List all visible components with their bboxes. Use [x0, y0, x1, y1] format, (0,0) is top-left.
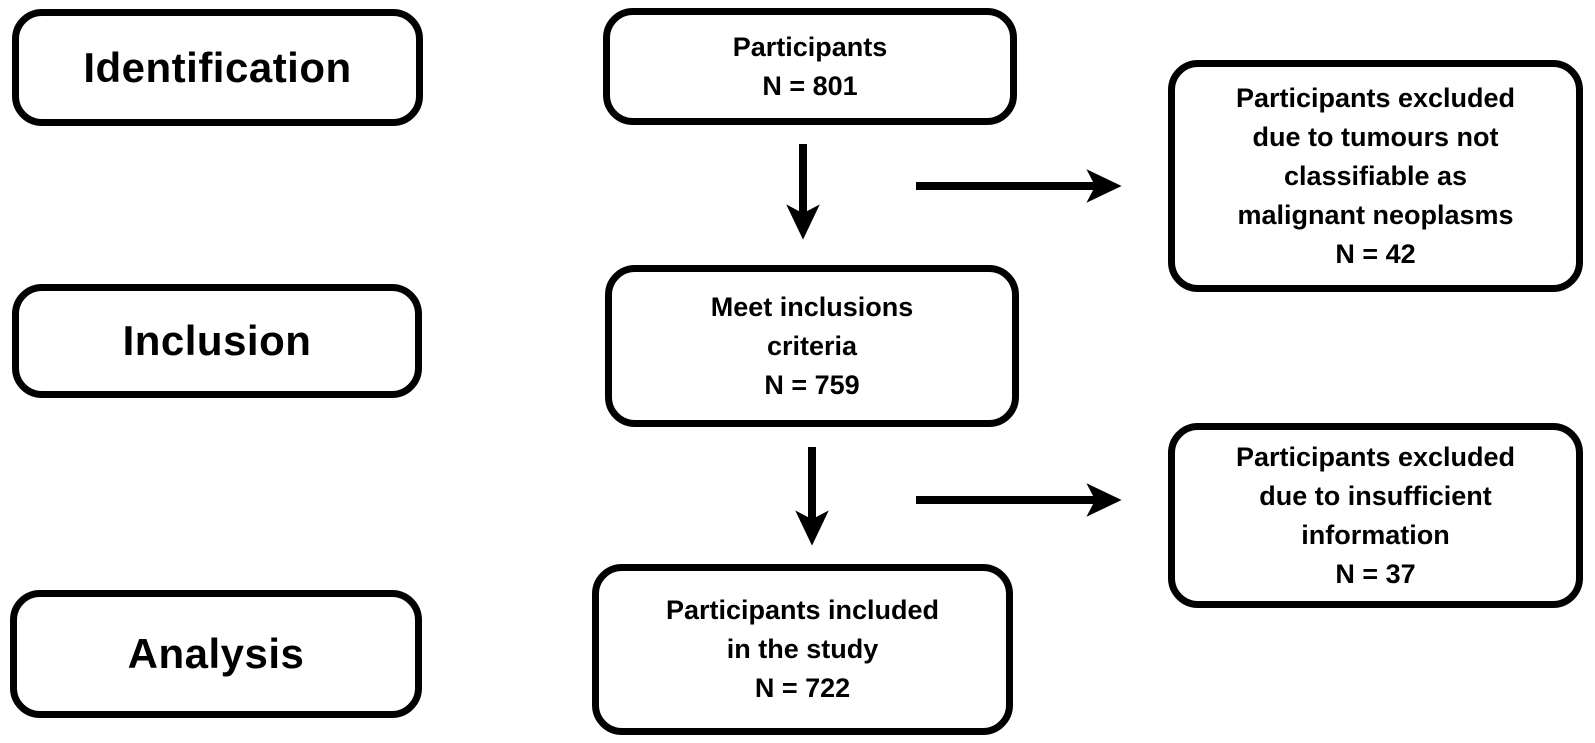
- flow-box-text-line: Participants included: [665, 595, 940, 625]
- flow-box-text-line: Participants: [732, 31, 888, 62]
- stage-box-identification: Identification: [12, 9, 423, 126]
- exclusion-box-text-line: Participants excluded: [1235, 82, 1516, 113]
- n-value: N = 37: [1335, 558, 1416, 589]
- flow-box-participants-included: Participants included in the study N = 7…: [592, 564, 1013, 735]
- exclusion-box-text-line: Participants excluded: [1235, 441, 1516, 472]
- flow-box-text-line: Meet inclusions: [710, 291, 914, 322]
- stage-label-inclusion: Inclusion: [122, 317, 312, 364]
- exclusion-box-insufficient-information: Participants excluded due to insufficien…: [1168, 423, 1583, 608]
- exclusion-box-text-line: information: [1301, 519, 1450, 550]
- flow-box-text-line: criteria: [766, 330, 858, 361]
- n-value: N = 42: [1335, 238, 1416, 269]
- exclusion-box-tumours-not-classifiable: Participants excluded due to tumours not…: [1168, 60, 1583, 292]
- n-value: N = 801: [762, 70, 858, 101]
- flow-box-participants: Participants N = 801: [603, 8, 1017, 125]
- exclusion-box-text-line: malignant neoplasms: [1237, 199, 1514, 230]
- stage-label-identification: Identification: [83, 43, 352, 91]
- n-value: N = 759: [764, 369, 860, 400]
- exclusion-box-text-line: due to tumours not: [1252, 121, 1499, 152]
- stage-box-inclusion: Inclusion: [12, 284, 422, 398]
- stage-box-analysis: Analysis: [10, 590, 422, 718]
- exclusion-box-text-line: classifiable as: [1283, 160, 1468, 191]
- n-value: N = 722: [754, 673, 851, 703]
- flow-box-meet-inclusion-criteria: Meet inclusions criteria N = 759: [605, 265, 1019, 427]
- flow-box-text-line: in the study: [726, 634, 879, 664]
- exclusion-box-text-line: due to insufficient: [1259, 480, 1492, 511]
- stage-label-analysis: Analysis: [127, 630, 305, 677]
